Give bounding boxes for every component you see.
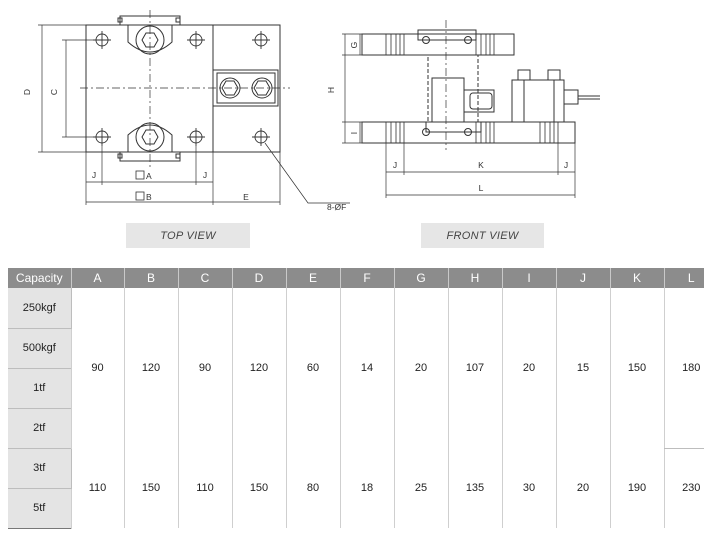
table-row: 500kgf — [8, 328, 704, 369]
dim-label-c: C — [49, 89, 59, 95]
value-cell-f: 14 — [339, 288, 394, 448]
value-cell-g: 20 — [393, 288, 448, 448]
value-cell-e: 60 — [285, 288, 340, 448]
value-cell-c: 110 — [177, 448, 232, 528]
dim-label-e: E — [243, 192, 249, 202]
front-view-top-plate — [361, 33, 515, 56]
value-cell-e: 80 — [285, 448, 340, 528]
dimension-table: Capacity A B C D E F G H I J K L 250kgf … — [8, 268, 704, 529]
capacity-cell: 1tf — [8, 368, 72, 409]
technical-drawings: D C J J A B E 8-ØF — [22, 10, 600, 212]
header-j: J — [555, 268, 610, 288]
dim-label-l: L — [479, 183, 484, 193]
value-cell-l: 230 — [663, 448, 704, 528]
dim-label-j-left-front: J — [393, 160, 397, 170]
value-cell-c: 90 — [177, 288, 232, 448]
value-cell-k: 150 — [609, 288, 664, 448]
dim-label-h: H — [326, 87, 336, 93]
dim-label-g: G — [349, 42, 359, 49]
header-g: G — [393, 268, 448, 288]
dim-label-j-right: J — [203, 170, 207, 180]
value-cell-d: 150 — [231, 448, 286, 528]
dim-label-a: A — [146, 171, 152, 181]
hole-note: 8-ØF — [327, 202, 346, 212]
top-view-label: TOP VIEW — [126, 223, 250, 248]
value-cell-i: 20 — [501, 288, 556, 448]
header-i: I — [501, 268, 556, 288]
table-row: 3tf 110 150 110 150 80 18 25 135 30 20 1… — [8, 448, 704, 528]
capacity-cell: 3tf — [8, 448, 72, 489]
value-cell-j: 15 — [555, 288, 610, 448]
value-cell-i: 30 — [501, 448, 556, 528]
dim-label-k: K — [478, 160, 484, 170]
header-capacity: Capacity — [8, 268, 71, 288]
dim-label-d: D — [22, 89, 32, 95]
value-cell-k: 190 — [609, 448, 664, 528]
header-h: H — [447, 268, 502, 288]
top-view-base-plate — [85, 24, 281, 153]
header-a: A — [70, 268, 124, 288]
header-e: E — [285, 268, 340, 288]
capacity-cell: 250kgf — [8, 288, 72, 329]
table-row: 1tf — [8, 368, 704, 409]
capacity-cell: 500kgf — [8, 328, 72, 369]
table-header-row: Capacity A B C D E F G H I J K L — [8, 268, 704, 288]
header-c: C — [177, 268, 232, 288]
top-view-drawing: D C J J A B E 8-ØF — [22, 10, 350, 212]
value-cell-b: 120 — [123, 288, 178, 448]
value-cell-b: 150 — [123, 448, 178, 528]
capacity-cell: 5tf — [8, 488, 72, 529]
dim-label-b: B — [146, 192, 152, 202]
capacity-cell: 2tf — [8, 408, 72, 449]
header-k: K — [609, 268, 664, 288]
table-row: 2tf — [8, 408, 704, 449]
value-cell-a: 110 — [70, 448, 124, 528]
dim-label-i: I — [349, 132, 359, 134]
table-row: 5tf — [8, 488, 704, 529]
header-f: F — [339, 268, 394, 288]
table-row: 250kgf 90 120 90 120 60 14 20 107 20 15 … — [8, 288, 704, 449]
value-cell-d: 120 — [231, 288, 286, 448]
value-cell-h: 107 — [447, 288, 502, 448]
value-cell-a: 90 — [70, 288, 124, 448]
header-b: B — [123, 268, 178, 288]
value-cell-h: 135 — [447, 448, 502, 528]
front-view-drawing: G H I J K J L — [326, 20, 600, 198]
dim-label-j-right-front: J — [564, 160, 568, 170]
front-view-label: FRONT VIEW — [421, 223, 544, 248]
header-d: D — [231, 268, 286, 288]
value-cell-f: 18 — [339, 448, 394, 528]
value-cell-l: 180 — [663, 288, 704, 449]
header-l: L — [663, 268, 704, 288]
dim-label-j-left: J — [92, 170, 96, 180]
value-cell-j: 20 — [555, 448, 610, 528]
value-cell-g: 25 — [393, 448, 448, 528]
